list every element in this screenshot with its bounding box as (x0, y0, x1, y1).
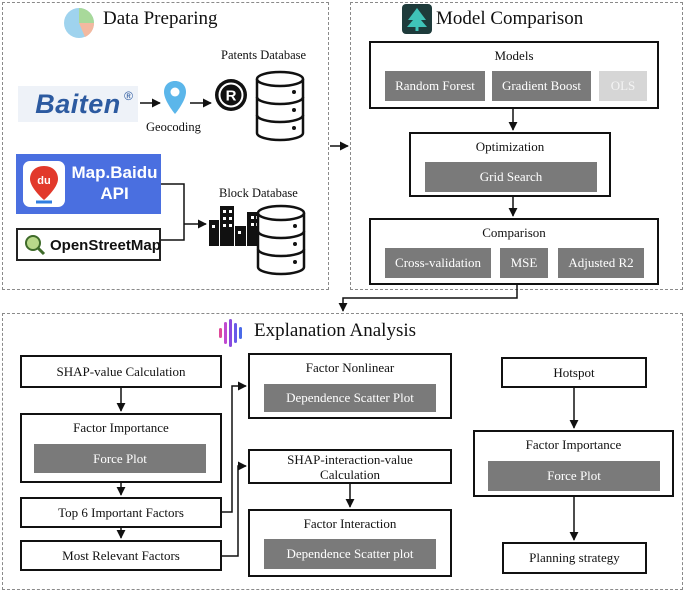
grid-search-button: Grid Search (425, 162, 597, 192)
optimization-label: Optimization (475, 139, 545, 154)
connector-baidu-to-block (161, 183, 185, 241)
baidu-logo-text: Map.Baidu API (68, 162, 161, 204)
baiten-logo-text: Baiten (35, 88, 121, 119)
baiten-logo: Baiten ® (18, 86, 138, 122)
baidu-logo-line1: Map.Baidu (71, 163, 158, 182)
geocoding-label: Geocoding (146, 120, 201, 134)
patents-database-icon (255, 70, 305, 142)
hotspot-box: Hotspot (501, 357, 647, 388)
random-forest-button: Random Forest (385, 71, 485, 101)
arrow-relevant-to-interaction-value (222, 461, 247, 557)
shap-interaction-line1: SHAP-interaction-value (287, 451, 413, 467)
models-label: Models (494, 48, 534, 63)
bar-wave-icon (219, 319, 242, 347)
block-database-label: Block Database (219, 186, 298, 200)
patents-database-label: Patents Database (221, 48, 307, 62)
baidu-map-logo: du Map.Baidu API (16, 154, 161, 214)
ols-button: OLS (599, 71, 647, 101)
optimization-box: Optimization Grid Search (409, 132, 611, 197)
factor-interaction-label: Factor Interaction (303, 516, 397, 531)
baidu-map-app-icon: du (23, 161, 65, 207)
block-database-icon (256, 204, 306, 276)
svg-text:R: R (226, 88, 237, 105)
models-box: Models Random Forest Gradient Boost OLS (369, 41, 659, 109)
baidu-logo-line2: API (100, 184, 129, 203)
buildings-icon (209, 206, 261, 246)
force-plot-left-button: Force Plot (34, 444, 206, 473)
baidu-badge-text: du (37, 175, 50, 187)
shap-interaction-line2: Calculation (320, 466, 380, 482)
factor-nonlinear-box: Factor Nonlinear Dependence Scatter Plot (248, 353, 452, 419)
top6-factors-box: Top 6 Important Factors (20, 497, 222, 528)
mse-button: MSE (500, 248, 548, 278)
factor-importance-right-label: Factor Importance (525, 437, 622, 452)
gradient-boost-button: Gradient Boost (492, 71, 591, 101)
registered-icon: R (215, 79, 247, 111)
openstreetmap-logo-text: OpenStreetMap (50, 237, 161, 254)
shap-value-box: SHAP-value Calculation (20, 355, 222, 388)
cross-validation-button: Cross-validation (385, 248, 491, 278)
factor-importance-left-box: Factor Importance Force Plot (20, 413, 222, 483)
most-relevant-factors-box: Most Relevant Factors (20, 540, 222, 571)
magnifier-map-icon (25, 235, 46, 256)
factor-importance-right-box: Factor Importance Force Plot (473, 430, 674, 497)
planning-strategy-box: Planning strategy (502, 542, 647, 574)
registered-mark: ® (124, 89, 133, 103)
factor-importance-left-label: Factor Importance (73, 420, 169, 435)
model-comparison-title: Model Comparison (436, 8, 584, 29)
adjusted-r2-button: Adjusted R2 (558, 248, 644, 278)
comparison-label: Comparison (482, 225, 546, 240)
arrow-model-to-explanation (338, 285, 518, 312)
arrow-top6-to-nonlinear (222, 381, 247, 513)
location-pin-icon (164, 81, 186, 114)
factor-nonlinear-label: Factor Nonlinear (305, 360, 395, 375)
openstreetmap-logo: OpenStreetMap (16, 228, 161, 261)
data-preparing-panel (2, 2, 329, 290)
data-preparing-title: Data Preparing (103, 8, 218, 29)
pie-chart-icon (64, 8, 95, 38)
tree-icon (402, 4, 432, 34)
comparison-box: Comparison Cross-validation MSE Adjusted… (369, 218, 659, 285)
explanation-analysis-panel (2, 313, 683, 590)
force-plot-right-button: Force Plot (488, 461, 660, 491)
dependence-scatter-plot-2-button: Dependence Scatter plot (264, 539, 436, 569)
explanation-analysis-title: Explanation Analysis (254, 320, 417, 341)
shap-interaction-box: SHAP-interaction-value Calculation (248, 449, 452, 484)
dependence-scatter-plot-button: Dependence Scatter Plot (264, 384, 436, 412)
factor-interaction-box: Factor Interaction Dependence Scatter pl… (248, 509, 452, 577)
